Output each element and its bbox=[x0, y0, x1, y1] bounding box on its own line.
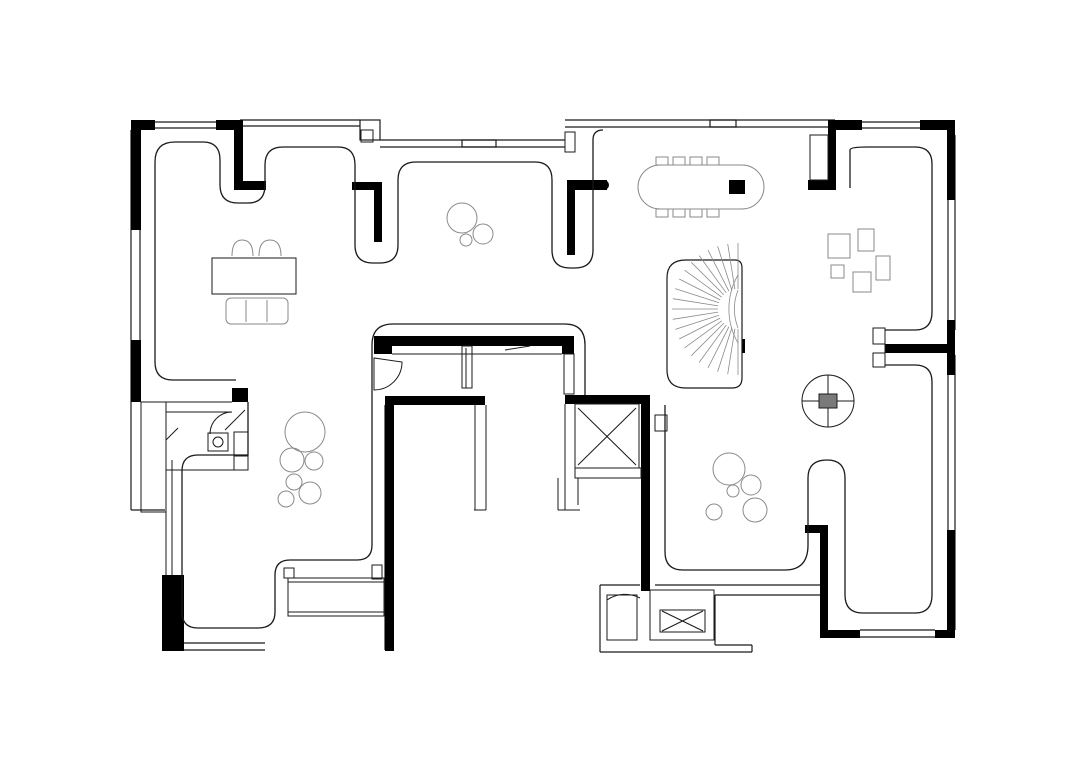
stair-tread bbox=[698, 324, 727, 363]
stair-tread bbox=[707, 326, 730, 368]
stair-tread bbox=[691, 262, 725, 296]
dining-chairs bbox=[655, 156, 720, 218]
stair-tread bbox=[679, 278, 721, 301]
stair-tread bbox=[707, 250, 730, 292]
room-outlines bbox=[154, 129, 933, 629]
desk bbox=[211, 257, 297, 295]
stair-tread bbox=[727, 328, 736, 375]
stair-tread bbox=[684, 269, 723, 298]
stair-tread bbox=[691, 322, 725, 356]
washbasin bbox=[207, 432, 229, 452]
stair-tread bbox=[698, 255, 727, 294]
room-central-north-room bbox=[592, 129, 604, 141]
room-southwest-room bbox=[181, 323, 586, 629]
furniture bbox=[211, 156, 891, 523]
stair-tread bbox=[672, 311, 719, 320]
stair-tread bbox=[727, 243, 736, 290]
stair-tread bbox=[684, 320, 723, 349]
wall-nw bbox=[131, 120, 155, 130]
stair-tread bbox=[717, 327, 733, 372]
room-west-living-room bbox=[175, 140, 594, 269]
stair-tread bbox=[672, 298, 719, 307]
stair-tread bbox=[675, 314, 720, 330]
stair-tread bbox=[679, 317, 721, 340]
dining-table-center bbox=[729, 180, 745, 194]
round-table-center bbox=[818, 393, 838, 409]
sofa bbox=[225, 297, 289, 325]
door-swing bbox=[373, 357, 403, 391]
armchair bbox=[231, 239, 254, 257]
room-east-dining-hall bbox=[849, 146, 933, 331]
partitions bbox=[140, 129, 886, 641]
stair-tread bbox=[717, 246, 733, 291]
stair-tread bbox=[675, 288, 720, 304]
spiral-staircase bbox=[666, 243, 743, 389]
walls bbox=[131, 120, 955, 651]
